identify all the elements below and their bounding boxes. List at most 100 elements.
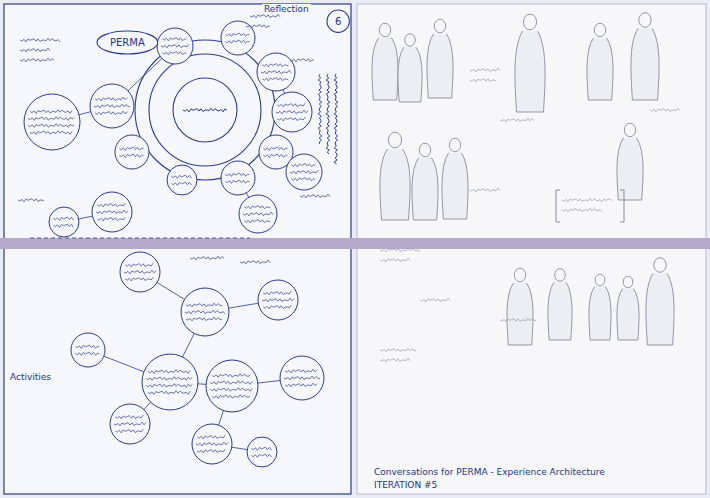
handwriting-scribble xyxy=(262,64,288,67)
figure-head xyxy=(379,23,390,37)
handwriting-scribble xyxy=(650,108,680,112)
idea-bubble xyxy=(24,94,80,150)
handwriting-scribble xyxy=(290,170,318,174)
handwriting-scribble xyxy=(225,180,249,183)
handwriting-scribble xyxy=(20,38,60,42)
figure-body xyxy=(617,289,639,340)
figure-body xyxy=(587,38,613,100)
handwriting-scribble xyxy=(380,258,410,262)
handwriting-scribble xyxy=(53,224,73,227)
figure-body xyxy=(631,28,659,100)
handwriting-scribble xyxy=(470,79,496,82)
handwriting-scribble xyxy=(20,58,54,62)
handwriting-scribble xyxy=(326,74,330,154)
figure-body xyxy=(398,47,422,102)
figure-body xyxy=(515,31,545,112)
handwriting-scribble xyxy=(244,206,270,209)
handwriting-scribble xyxy=(261,70,291,74)
handwriting-scribble xyxy=(148,391,190,395)
idea-oval: PERMA xyxy=(96,30,159,55)
central-ring xyxy=(173,78,237,142)
handwriting-scribble xyxy=(263,291,291,295)
handwriting-scribble xyxy=(210,388,252,392)
figure-body xyxy=(427,34,453,98)
central-ring xyxy=(135,40,275,180)
idea-bubble xyxy=(49,207,79,237)
handwriting-scribble xyxy=(210,381,252,385)
handwriting-scribble xyxy=(186,303,222,307)
idea-bubble xyxy=(206,360,258,412)
handwriting-scribble xyxy=(380,358,410,362)
handwriting-scribble xyxy=(263,147,287,150)
handwriting-scribble xyxy=(124,270,156,274)
handwriting-scribble xyxy=(240,260,270,264)
handwriting-scribble xyxy=(119,154,143,157)
handwriting-scribble xyxy=(196,442,228,446)
figure-head xyxy=(623,276,633,287)
handwriting-scribble xyxy=(148,370,190,374)
idea-bubble xyxy=(142,354,198,410)
handwriting-scribble xyxy=(470,188,500,192)
handwriting-scribble xyxy=(96,210,128,214)
idea-bubble xyxy=(92,192,132,232)
figure-head xyxy=(523,14,536,30)
figure-head xyxy=(514,268,525,282)
handwriting-scribble xyxy=(115,429,143,433)
handwriting-scribble xyxy=(246,25,270,28)
handwriting-scribble xyxy=(500,118,534,122)
handwriting-scribble xyxy=(318,74,322,144)
figure-body xyxy=(589,287,611,340)
handwriting-scribble xyxy=(285,369,317,373)
handwriting-scribble xyxy=(277,117,305,121)
page-number-circle: 6 xyxy=(326,9,350,33)
idea-bubble xyxy=(71,333,105,367)
figure-body xyxy=(548,282,572,340)
figure-body xyxy=(372,38,398,100)
handwriting-scribble xyxy=(197,435,225,439)
handwriting-scribble xyxy=(171,182,191,185)
mind-map-sketch xyxy=(18,14,338,467)
handwriting-scribble xyxy=(171,175,191,178)
note-label: ITERATION #5 xyxy=(372,480,439,490)
figure-head xyxy=(639,13,651,28)
node-text: PERMA xyxy=(110,37,145,48)
handwriting-scribble xyxy=(262,298,294,302)
idea-bubble xyxy=(258,280,298,320)
handwriting-scribble xyxy=(380,248,420,252)
figure-body xyxy=(646,273,674,345)
handwriting-scribble xyxy=(94,104,130,108)
idea-bubble xyxy=(157,28,193,64)
handwriting-scribble xyxy=(277,103,305,107)
handwriting-scribble xyxy=(95,97,127,101)
handwriting-scribble xyxy=(244,220,270,223)
handwriting-scribble xyxy=(291,178,315,181)
handwriting-scribble xyxy=(183,108,227,112)
handwriting-scribble xyxy=(75,352,99,355)
handwriting-scribble xyxy=(276,110,308,114)
handwriting-scribble xyxy=(20,48,50,52)
figure-body xyxy=(507,283,533,345)
handwriting-scribble xyxy=(30,110,72,114)
idea-bubble xyxy=(120,252,160,292)
fold-band xyxy=(0,238,710,249)
handwriting-scribble xyxy=(186,317,222,321)
idea-bubble xyxy=(221,21,255,55)
handwriting-scribble xyxy=(243,212,273,216)
figure-head xyxy=(419,143,430,157)
handwriting-scribble xyxy=(28,124,74,128)
handwriting-scribble xyxy=(262,78,288,81)
handwriting-scribble xyxy=(212,374,250,378)
figure-head xyxy=(388,132,401,148)
handwriting-scribble xyxy=(420,298,450,302)
figure-body xyxy=(380,149,410,220)
caption: Conversations for PERMA - Experience Arc… xyxy=(372,467,607,477)
handwriting-scribble xyxy=(250,14,280,18)
figure-body xyxy=(442,153,468,219)
handwriting-scribble xyxy=(125,263,153,267)
handwriting-scribble xyxy=(162,38,186,41)
figure-head xyxy=(594,23,605,37)
figure-sketches xyxy=(372,13,680,362)
